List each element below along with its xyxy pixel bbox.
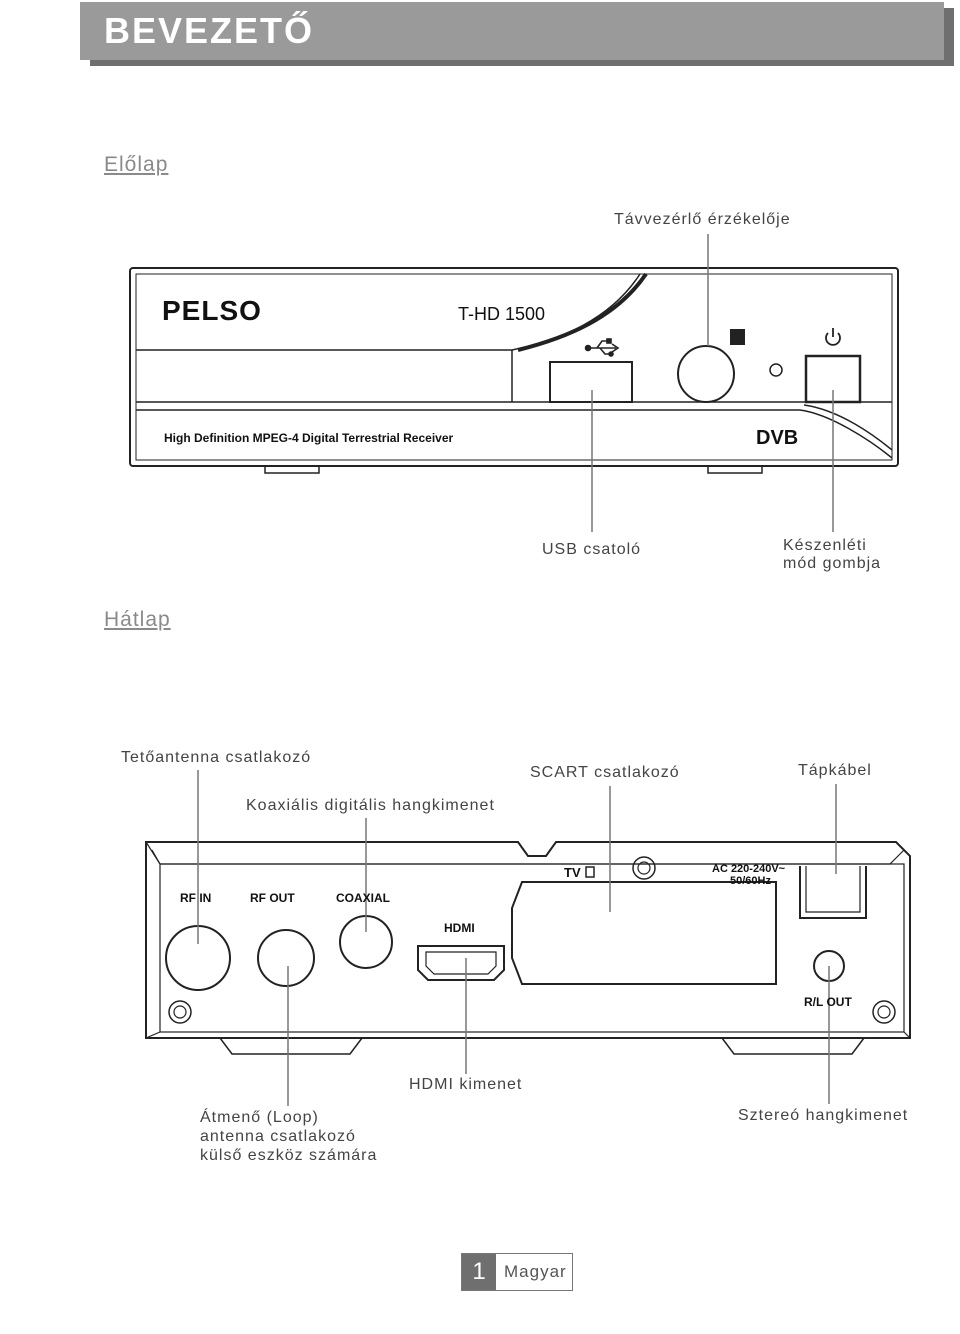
hdmi-port [417, 945, 505, 981]
power-cable-outlet [799, 866, 867, 919]
power-icon [825, 332, 841, 346]
front-foot-left [264, 465, 320, 474]
usb-port [549, 361, 633, 403]
back-panel-drawing [145, 770, 911, 1106]
front-panel-outline [129, 267, 899, 467]
front-panel-drawing [129, 234, 899, 532]
front-subtitle: High Definition MPEG-4 Digital Terrestri… [164, 431, 454, 445]
coaxial-out-label: Koaxiális digitális hangkimenet [246, 797, 495, 814]
scart-label: SCART csatlakozó [530, 764, 680, 781]
loop-label-line3: külső eszköz számára [200, 1147, 378, 1164]
page-number: 1 [462, 1254, 496, 1290]
loop-label-line1: Átmenő (Loop) [200, 1109, 319, 1126]
screw-top [632, 856, 656, 880]
ac-label-line2: 50/60Hz [730, 875, 771, 887]
remote-sensor-label: Távvezérlő érzékelője [614, 211, 791, 228]
rf-out-label: RF OUT [250, 891, 295, 905]
antenna-in-label: Tetőantenna csatlakozó [121, 749, 312, 766]
back-panel-outline [145, 841, 911, 1039]
front-panel-inner-outline [135, 273, 893, 461]
tv-label: TV [564, 865, 581, 880]
stereo-out-label: Sztereó hangkimenet [738, 1107, 909, 1124]
usb-icon [584, 338, 620, 357]
header-bar: BEVEZETŐ [80, 2, 944, 60]
hdmi-out-label: HDMI kimenet [409, 1076, 523, 1093]
front-foot-right [707, 465, 763, 474]
page-title: BEVEZETŐ [104, 10, 315, 51]
dvb-logo: DVB [756, 427, 798, 449]
remote-sensor-window [677, 345, 735, 403]
coaxial-label: COAXIAL [336, 891, 390, 905]
ir-icon [730, 329, 745, 345]
page-footer: 1 Magyar [461, 1253, 573, 1291]
usb-label: USB csatoló [542, 541, 642, 558]
power-cable-label: Tápkábel [798, 762, 872, 779]
page-language: Magyar [504, 1262, 567, 1281]
screw-left [168, 1000, 192, 1024]
standby-label-line2: mód gombja [783, 555, 882, 572]
model-name: T-HD 1500 [458, 304, 545, 324]
back-foot-left [219, 1037, 363, 1055]
rf-in-label: RF IN [180, 891, 211, 905]
back-panel-heading: Hátlap [104, 608, 171, 631]
front-panel-heading: Előlap [104, 153, 169, 176]
rf-out-connector [257, 929, 315, 987]
loop-label-line2: antenna csatlakozó [200, 1128, 356, 1145]
ac-label-line1: AC 220-240V~ [712, 863, 786, 875]
hdmi-label: HDMI [444, 921, 475, 935]
screw-right [872, 1000, 896, 1024]
scart-port [511, 881, 777, 985]
rl-out-label: R/L OUT [804, 995, 852, 1009]
standby-label-line1: Készenléti [783, 537, 867, 554]
back-foot-right [721, 1037, 865, 1055]
standby-led [769, 363, 783, 377]
brand-logo: PELSO [162, 295, 262, 326]
